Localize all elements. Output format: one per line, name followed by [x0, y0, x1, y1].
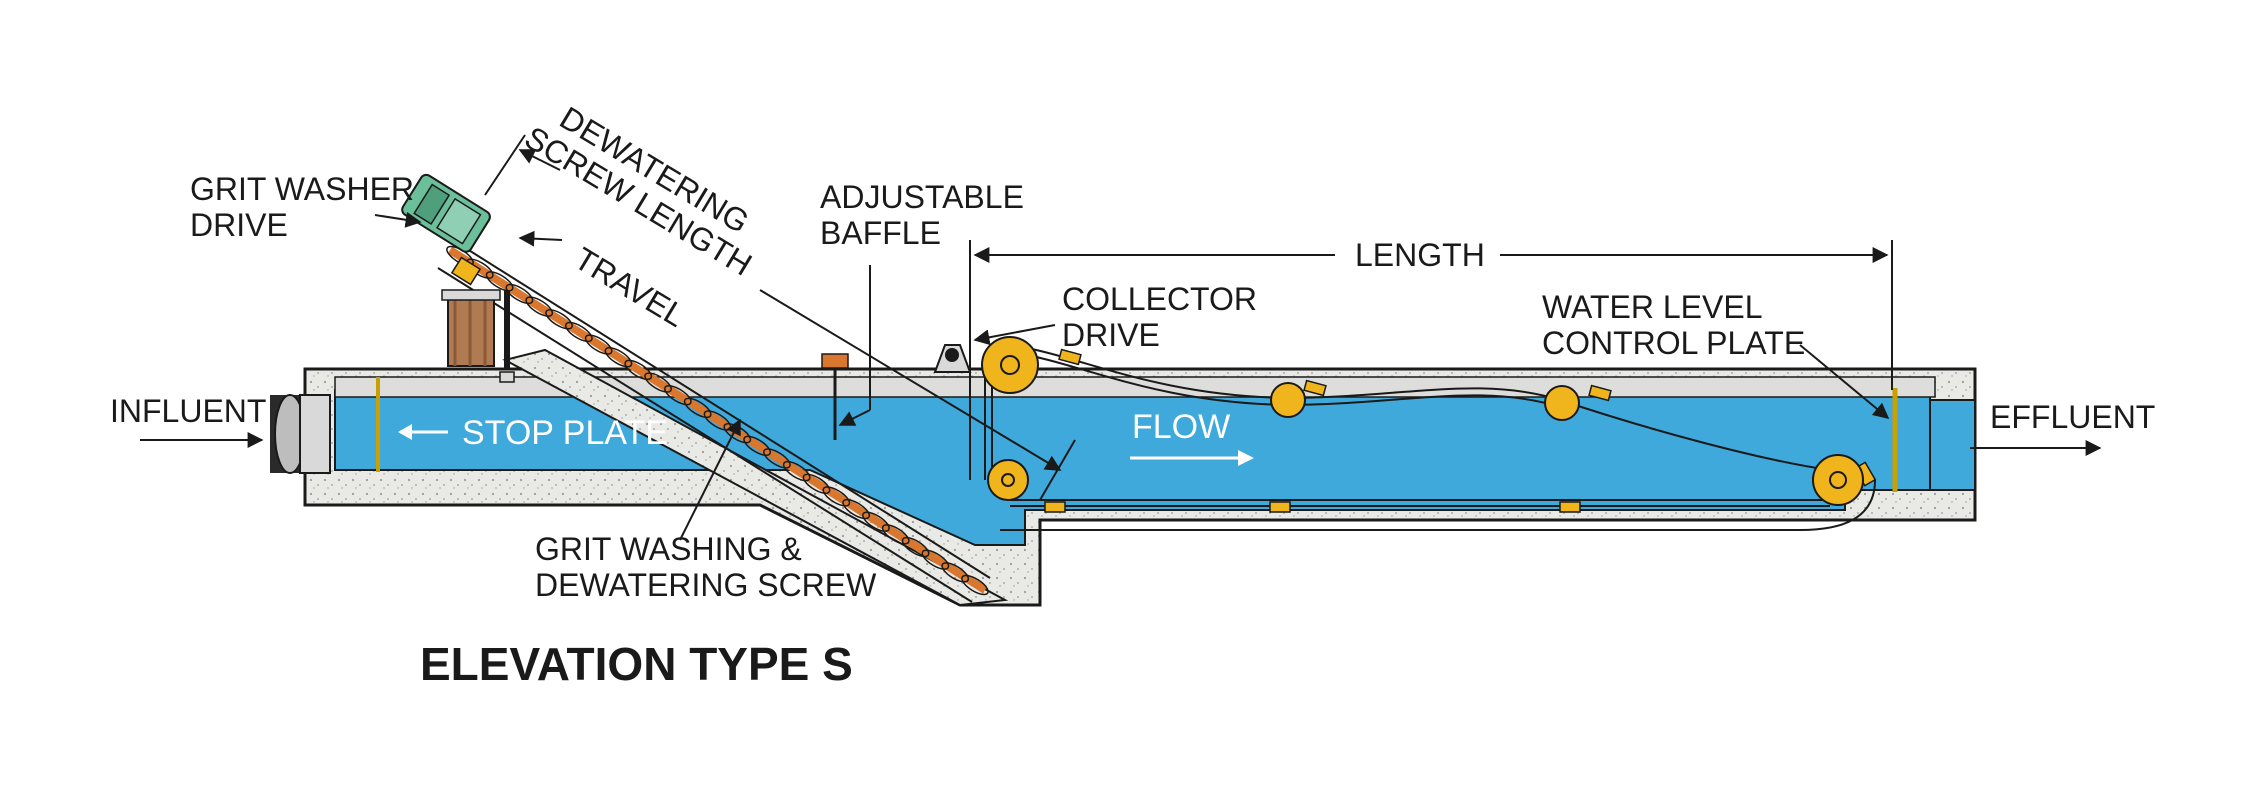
effluent-outlet: [1929, 399, 1976, 491]
influent-label: INFLUENT: [110, 393, 266, 429]
screw-flight: [505, 283, 534, 305]
water-level-label-line1: WATER LEVEL: [1542, 289, 1763, 325]
collector-drive-label-line2: DRIVE: [1062, 317, 1160, 353]
collector-drive-unit: [933, 344, 972, 373]
diagram-title: ELEVATION TYPE S: [420, 638, 853, 690]
idler-sprocket-2: [1544, 385, 1580, 421]
screw-flight: [683, 397, 712, 419]
screw-flight: [941, 562, 970, 583]
screw-flight: [644, 372, 672, 393]
screw-flight: [545, 309, 573, 330]
screw-flight: [664, 385, 692, 406]
screw-flight: [862, 511, 890, 532]
screw-flight: [921, 549, 950, 570]
screw-flight: [822, 486, 851, 507]
screw-flight: [782, 460, 811, 482]
screw-flight: [525, 296, 554, 317]
screw-flight: [802, 473, 831, 494]
adjustable-baffle-label-line1: ADJUSTABLE: [820, 179, 1024, 215]
screw-trough: [502, 348, 1009, 607]
dewatering-screw: [437, 231, 991, 603]
length-dimension: [969, 240, 1893, 480]
influent-pipe: [270, 394, 331, 474]
screw-flight: [842, 498, 871, 520]
adjustable-baffle-label-line2: BAFFLE: [820, 215, 941, 251]
travel-label: TRAVEL: [568, 240, 691, 334]
screw-flight: [763, 448, 791, 469]
collector-drive-label-line1: COLLECTOR: [1062, 281, 1257, 317]
grit-washing-label-line2: DEWATERING SCREW: [535, 567, 877, 603]
screw-flight: [743, 435, 771, 456]
idler-sprocket-1: [1270, 382, 1306, 418]
drive-coupling: [450, 256, 482, 286]
leader-lines: [140, 211, 2102, 541]
screw-flight: [901, 536, 930, 558]
water-level-label-line2: CONTROL PLATE: [1542, 325, 1805, 361]
screw-flight: [584, 334, 613, 355]
flow-label: FLOW: [1132, 408, 1230, 446]
stop-plate-label: STOP PLATE: [462, 414, 668, 452]
lower-sprocket-right: [1812, 454, 1864, 506]
flow-arrow-icon: [1130, 450, 1254, 466]
effluent-label: EFFLUENT: [1990, 399, 2155, 435]
grit-washing-label-line1: GRIT WASHING &: [535, 531, 802, 567]
screw-flight: [604, 347, 633, 368]
screw-flight: [624, 359, 653, 381]
screw-flight: [961, 574, 989, 596]
collector-drive-sprocket: [981, 336, 1039, 394]
stop-plate-arrow-icon: [398, 424, 448, 440]
screw-flight: [564, 321, 593, 343]
length-label: LENGTH: [1355, 237, 1485, 273]
lower-sprocket-left: [987, 459, 1029, 501]
grit-bin: [441, 289, 515, 383]
grit-washer-drive-motor: [401, 173, 491, 253]
collector-flights: [1044, 348, 1877, 513]
screw-flight: [485, 271, 514, 292]
grit-washer-drive-label-line2: DRIVE: [190, 207, 288, 243]
screw-length-dimension: [484, 134, 1076, 501]
baffle-handle: [821, 353, 849, 369]
grit-washer-drive-label-line1: GRIT WASHER: [190, 171, 414, 207]
screw-flight: [881, 524, 910, 545]
